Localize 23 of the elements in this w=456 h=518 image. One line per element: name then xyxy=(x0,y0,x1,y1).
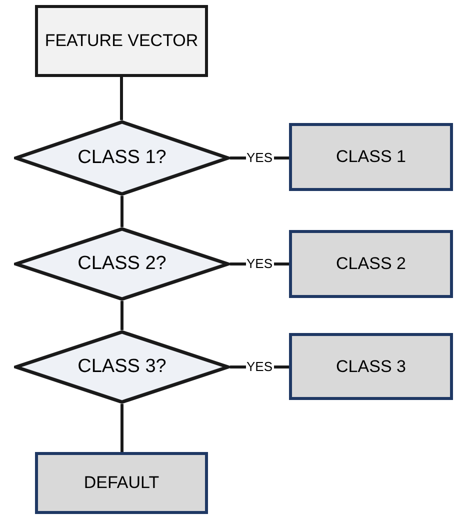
result-box xyxy=(35,452,208,514)
connector-line xyxy=(120,77,123,120)
node-label: DEFAULT xyxy=(84,472,160,494)
edge-label: YES xyxy=(246,257,274,271)
decision-diamond xyxy=(14,120,230,196)
result-box xyxy=(289,333,453,400)
edge-label: YES xyxy=(246,151,274,165)
connector-line xyxy=(120,404,124,452)
node-label: CLASS 1? xyxy=(78,146,166,170)
node-label: CLASS 2 xyxy=(336,253,406,275)
result-box xyxy=(289,123,453,191)
edge-label: YES xyxy=(246,360,274,374)
connector-line xyxy=(120,196,124,227)
node-label: CLASS 1 xyxy=(336,146,406,168)
decision-diamond xyxy=(14,227,230,301)
node-label: FEATURE VECTOR xyxy=(44,30,198,52)
node-label: CLASS 2? xyxy=(78,252,166,276)
connector-line xyxy=(120,301,124,330)
node-label: CLASS 3? xyxy=(78,355,166,379)
result-box xyxy=(289,230,453,298)
decision-diamond xyxy=(14,330,230,404)
start-box xyxy=(35,5,208,77)
node-label: CLASS 3 xyxy=(336,356,406,378)
